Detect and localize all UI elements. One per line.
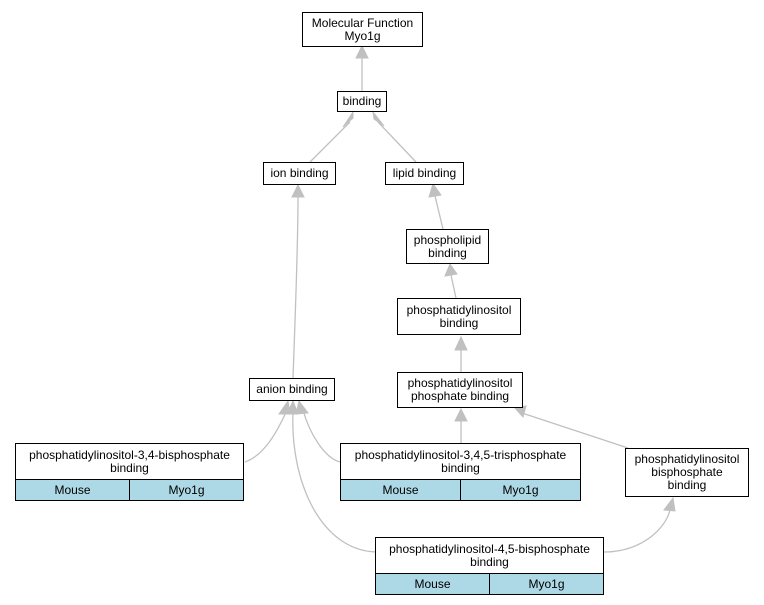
- arrowhead-anion-b: [286, 399, 299, 415]
- node-molecular-function[interactable]: Molecular Function Myo1g: [302, 12, 423, 47]
- arrowhead-pip-center: [454, 407, 468, 422]
- arrowhead-anion-a: [278, 399, 291, 415]
- annotation-row: Mouse Myo1g: [16, 480, 243, 500]
- node-pi-4-5-bisphosphate-binding[interactable]: phosphatidylinositol-4,5-bisphosphate bi…: [375, 537, 604, 595]
- arrowhead-pi: [454, 335, 468, 351]
- arrowhead-anion-c: [295, 399, 309, 415]
- node-label: binding: [342, 94, 382, 108]
- arrowhead-pibis: [663, 496, 676, 512]
- annotation-row: Mouse Myo1g: [376, 574, 603, 594]
- node-label: lipid binding: [392, 166, 457, 180]
- node-label: phosphatidylinositol-3,4-bisphosphate bi…: [16, 444, 243, 480]
- node-label: phosphatidylinositol phosphate binding: [407, 376, 513, 403]
- node-label: phosphatidylinositol-4,5-bisphosphate bi…: [376, 538, 603, 574]
- edge-pi34-anion: [244, 409, 288, 463]
- edge-pibis-pip: [521, 412, 629, 449]
- edge-phospholipid-lipid: [434, 195, 444, 230]
- node-binding[interactable]: binding: [337, 91, 387, 112]
- arrowhead-binding-right: [372, 110, 385, 127]
- node-pi-3-4-5-trisphosphate-binding[interactable]: phosphatidylinositol-3,4,5-trisphosphate…: [340, 443, 581, 501]
- arrowhead-lipid: [428, 182, 442, 198]
- node-anion-binding[interactable]: anion binding: [249, 378, 335, 401]
- node-lipid-binding[interactable]: lipid binding: [385, 162, 464, 185]
- node-phosphatidylinositol-phosphate-binding[interactable]: phosphatidylinositol phosphate binding: [397, 372, 523, 408]
- node-label: phospholipid binding: [413, 232, 482, 260]
- node-label: ion binding: [270, 166, 329, 180]
- gene-cell[interactable]: Myo1g: [129, 480, 243, 500]
- node-label: phosphatidylinositol bisphosphate bindin…: [634, 452, 740, 492]
- edge-pi345-anion: [302, 409, 341, 463]
- annotation-row: Mouse Myo1g: [341, 480, 580, 500]
- node-phosphatidylinositol-binding[interactable]: phosphatidylinositol binding: [397, 298, 521, 335]
- node-pi-3-4-bisphosphate-binding[interactable]: phosphatidylinositol-3,4-bisphosphate bi…: [15, 443, 244, 501]
- node-phospholipid-binding[interactable]: phospholipid binding: [406, 229, 489, 264]
- species-cell[interactable]: Mouse: [376, 574, 489, 594]
- edge-pi45-pibis: [603, 509, 671, 553]
- node-phosphatidylinositol-bisphosphate-binding[interactable]: phosphatidylinositol bisphosphate bindin…: [625, 448, 749, 497]
- arrowhead-phospholipid: [444, 262, 458, 277]
- node-label: phosphatidylinositol binding: [406, 302, 512, 330]
- arrowhead-ion: [291, 183, 305, 198]
- edge-anion-ion: [292, 195, 299, 379]
- edge-pi-phospholipid: [450, 274, 457, 299]
- node-label: Molecular Function Myo1g: [311, 15, 414, 43]
- node-label: anion binding: [256, 382, 328, 396]
- gene-cell[interactable]: Myo1g: [489, 574, 603, 594]
- species-cell[interactable]: Mouse: [16, 480, 129, 500]
- arrowhead-root: [355, 44, 369, 59]
- edge-pi45-anion: [292, 411, 377, 553]
- gene-cell[interactable]: Myo1g: [460, 480, 580, 500]
- arrowhead-binding-left: [342, 110, 354, 128]
- edge-ion-binding: [309, 121, 351, 163]
- node-label: phosphatidylinositol-3,4,5-trisphosphate…: [341, 444, 580, 480]
- node-ion-binding[interactable]: ion binding: [263, 162, 336, 185]
- species-cell[interactable]: Mouse: [341, 480, 460, 500]
- edge-lipid-binding: [377, 121, 417, 163]
